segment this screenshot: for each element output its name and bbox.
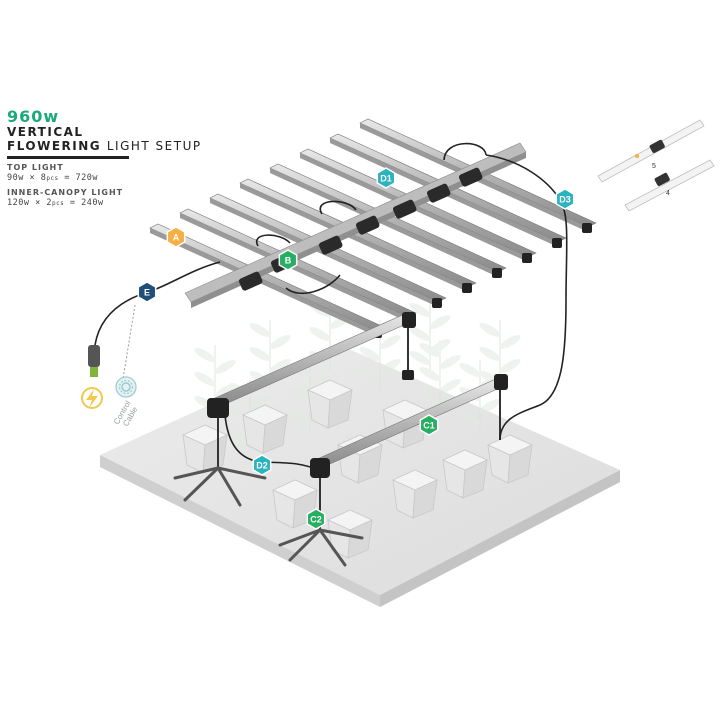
plant-pot [442, 449, 488, 499]
driver-box [426, 183, 451, 203]
driver-boxes [238, 167, 483, 291]
plant-pot [182, 424, 228, 474]
title-rule [7, 156, 129, 159]
plant-pot [392, 469, 438, 519]
top-light-b: = 720w [58, 173, 98, 183]
floor-front-left [100, 455, 380, 607]
inner-bar-2 [310, 374, 508, 478]
hex-label-c2: C2 [306, 508, 326, 530]
frame-foot-connector [402, 370, 414, 380]
inner-light-heading: INNER-CANOPY LIGHT [7, 188, 124, 197]
control-cable-label: Control Cable [112, 397, 142, 430]
plant-pot [307, 379, 353, 429]
hex-label-a: A [166, 226, 186, 248]
hex-label-b: B [278, 249, 298, 271]
title-line2-light: LIGHT SETUP [106, 139, 202, 153]
spare-bar-1 [597, 119, 705, 183]
top-light-formula: 90w × 8pcs = 720w [7, 173, 217, 184]
driver-box [392, 199, 417, 219]
connector-code-5: 5 [652, 163, 656, 170]
spare-bar-2 [624, 159, 715, 212]
plant [409, 300, 451, 370]
title-wattage: 960w [7, 107, 60, 126]
hex-text-b: B [285, 256, 292, 266]
hex-text-d2: D2 [256, 461, 268, 471]
control-gear-icon [115, 376, 137, 398]
inner-a: 120w × 2 [7, 198, 52, 208]
title-line1: VERTICAL [7, 125, 84, 139]
title-line2-bold: FLOWERING [7, 139, 102, 153]
inner-b: = 240w [64, 198, 104, 208]
hex-text-c2: C2 [310, 515, 322, 525]
power-plug [88, 345, 100, 377]
inner-bar-1 [207, 312, 416, 418]
top-light-unit: pcs [46, 175, 59, 182]
title-line2: FLOWERING LIGHT SETUP [7, 139, 217, 153]
hex-text-d1: D1 [380, 174, 392, 184]
driver-box [355, 215, 380, 235]
floor-front-right [380, 470, 620, 607]
hex-text-d3: D3 [559, 195, 571, 205]
hex-label-c1: C1 [419, 414, 439, 436]
driver-box [318, 235, 343, 255]
plant-pot [242, 404, 288, 454]
power-icon [81, 387, 103, 409]
hex-label-d1: D1 [376, 167, 396, 189]
stand-right [278, 528, 364, 567]
rail-cables [255, 142, 487, 295]
top-light-bar [179, 208, 417, 323]
hex-label-d2: D2 [252, 454, 272, 476]
driver-box [458, 167, 483, 187]
hex-label-d3: D3 [555, 188, 575, 210]
stand-left [173, 466, 267, 507]
top-light-heading: TOP LIGHT [7, 163, 64, 172]
control-cable-dash [121, 304, 136, 386]
hex-text-c1: C1 [423, 421, 435, 431]
hex-text-a: A [173, 233, 180, 243]
title-block: 960w VERTICAL FLOWERING LIGHT SETUP TOP … [7, 108, 217, 209]
inner-light-formula: 120w × 2pcs = 240w [7, 198, 217, 209]
hex-label-e: E [137, 281, 157, 303]
top-light-a: 90w × 8 [7, 173, 47, 183]
driver-box [238, 271, 263, 291]
plant-pot [487, 434, 533, 484]
connector-code-4: 4 [666, 190, 670, 197]
inner-unit: pcs [51, 200, 65, 207]
hex-text-e: E [144, 288, 150, 298]
